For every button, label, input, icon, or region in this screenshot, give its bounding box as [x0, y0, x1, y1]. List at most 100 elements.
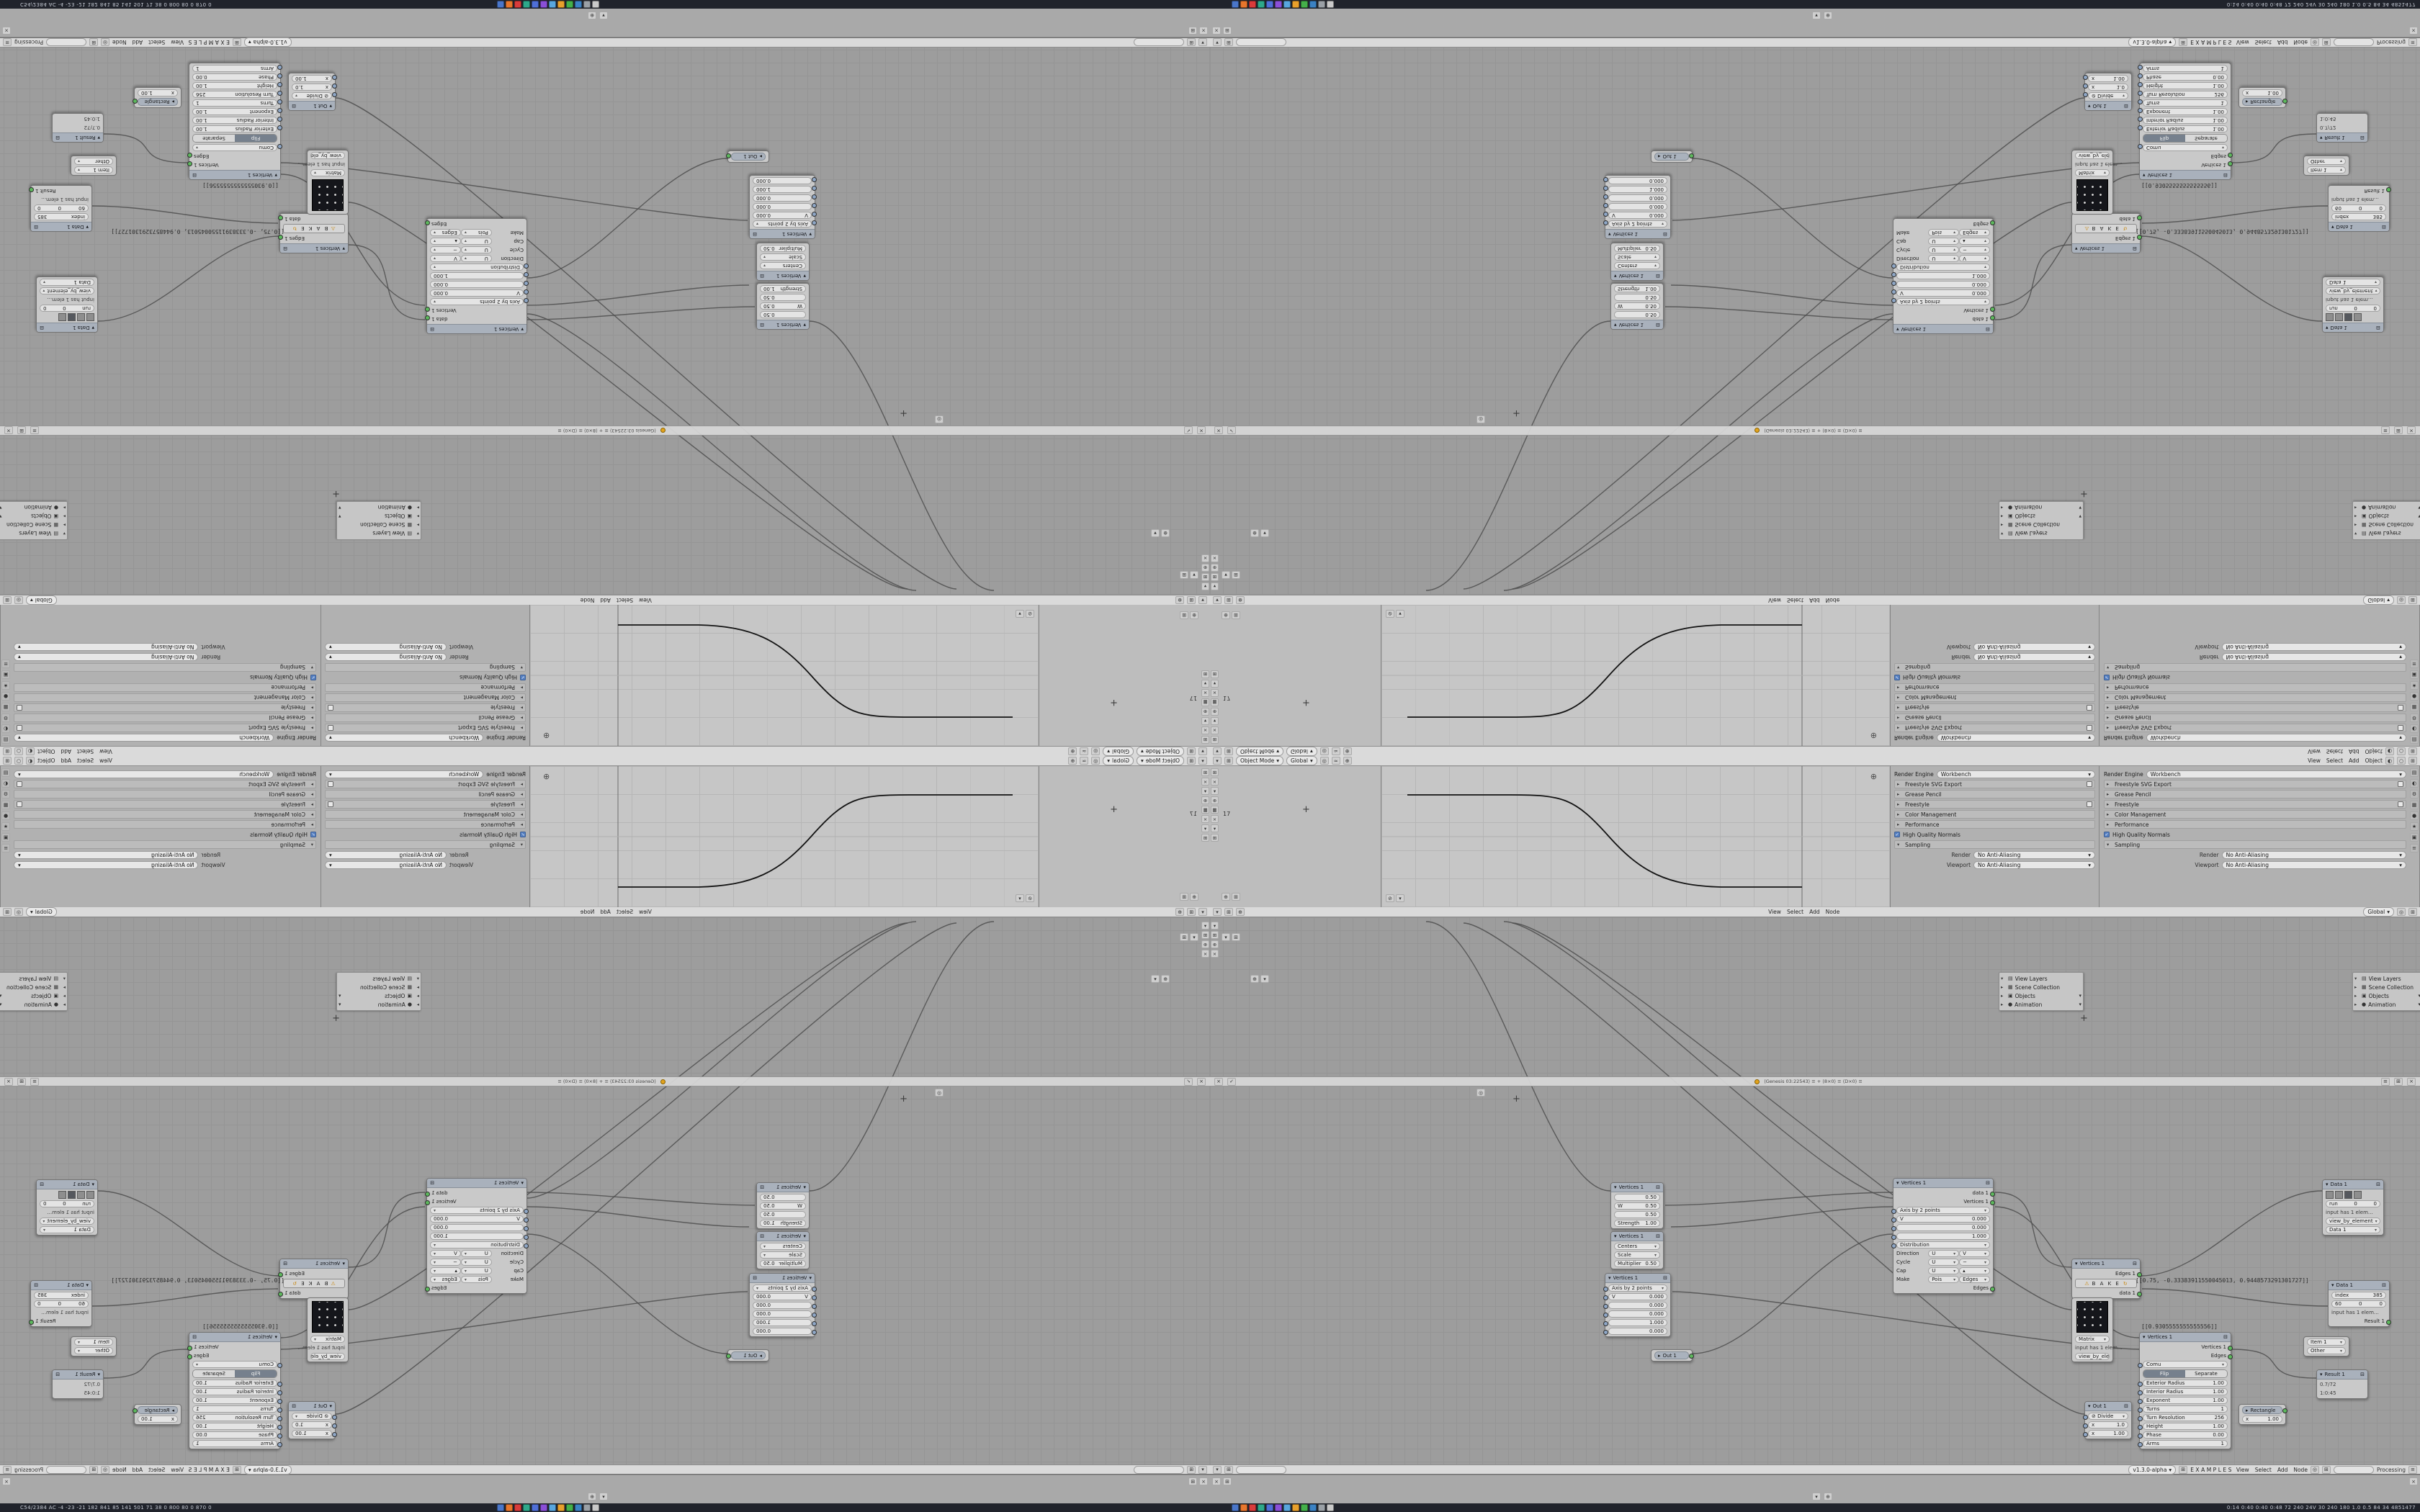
node-row[interactable]: Result 1: [29, 187, 89, 194]
add-icon[interactable]: ⊕: [588, 1493, 596, 1500]
node-row[interactable]: data 1: [278, 215, 345, 222]
menu-item-select[interactable]: Select: [2254, 1466, 2272, 1473]
node-row[interactable]: data 1: [278, 1290, 345, 1297]
node-row[interactable]: input has 1 elem…: [40, 296, 94, 303]
toggle-grid[interactable]: [58, 313, 94, 321]
nodetree-icon[interactable]: ⊞: [2179, 1465, 2188, 1474]
close-icon[interactable]: ×: [1212, 1477, 1221, 1485]
node-matrix[interactable]: Matrix▾input has 1 elem…view_by_element▾: [297, 1297, 349, 1362]
node-out-small[interactable]: ▸Out 1: [1651, 150, 1694, 163]
dropdown-field[interactable]: Axis by 2 points▾: [753, 1284, 812, 1292]
bake-button[interactable]: ⚠B A K E↻: [2075, 224, 2137, 233]
props-panel-sampling[interactable]: ▾Sampling: [1894, 663, 2095, 672]
input-socket[interactable]: [2138, 91, 2143, 96]
disclosure-triangle-icon[interactable]: ▸: [2107, 725, 2110, 731]
dropdown-field[interactable]: −▾: [430, 1259, 461, 1266]
input-socket[interactable]: [1891, 1225, 1896, 1231]
input-socket[interactable]: [812, 203, 817, 209]
node-options-icon[interactable]: ⊟: [2376, 325, 2380, 330]
node-row[interactable]: 0.7/72: [2320, 124, 2365, 131]
input-socket[interactable]: [1603, 186, 1608, 192]
node-out-small[interactable]: ▸Out 1: [1651, 1349, 1694, 1362]
input-socket[interactable]: [2138, 1441, 2143, 1447]
node-row[interactable]: Item 1▾: [74, 166, 113, 174]
add-icon[interactable]: ⊕: [1068, 747, 1077, 755]
toggle-option[interactable]: Flip: [2143, 1370, 2185, 1377]
collapsed-node-row[interactable]: ▸Rectangle: [2242, 98, 2282, 106]
dropdown-field[interactable]: Distribution▾: [430, 264, 524, 271]
node-row[interactable]: 1.000: [1603, 1319, 1667, 1326]
dropdown-field[interactable]: Centers▾: [1614, 1243, 1660, 1250]
axis-gizmo-icon[interactable]: ⊕: [543, 731, 550, 740]
node-row[interactable]: 0.000: [753, 1302, 817, 1309]
checkbox[interactable]: [2087, 705, 2092, 711]
snap-icon[interactable]: ◎: [14, 596, 23, 604]
disclosure-triangle-icon[interactable]: ▸: [63, 513, 66, 519]
dropdown-field[interactable]: Data 1▾: [2326, 1226, 2380, 1233]
toggle-grid[interactable]: [2326, 313, 2362, 321]
input-socket[interactable]: [1603, 1303, 1608, 1309]
node-row[interactable]: 0.000: [1603, 203, 1667, 210]
node-row[interactable]: input has 1 elem…: [34, 196, 89, 203]
strip-icon-7[interactable]: ≡: [1, 660, 10, 668]
app-icon-3[interactable]: [1258, 1, 1265, 8]
orientation-select[interactable]: Global ▾: [25, 907, 57, 917]
menu-item-select[interactable]: Select: [76, 757, 94, 764]
node-header[interactable]: ▾Vertices 1⊟: [750, 1274, 815, 1283]
toggle-cell[interactable]: [2326, 313, 2334, 321]
dropdown-field[interactable]: view_by_element▾: [310, 152, 345, 159]
input-socket[interactable]: [2083, 1414, 2088, 1420]
toggle-option[interactable]: Flip: [235, 1370, 277, 1377]
sampling-select[interactable]: No Anti-Aliasing▾: [325, 653, 447, 662]
chip-icon[interactable]: ⊞: [1232, 571, 1240, 579]
disclosure-triangle-icon[interactable]: ▸: [63, 1002, 66, 1007]
node-row[interactable]: 1.000: [1891, 1233, 1990, 1240]
node-options-icon[interactable]: ⊟: [292, 103, 296, 109]
collapse-triangle-icon[interactable]: ▾: [329, 1403, 332, 1409]
strip-icon-1[interactable]: ◐: [1, 724, 10, 733]
value-field[interactable]: 0.50: [1614, 294, 1660, 301]
outliner-row-view-layers[interactable]: ▾▤View Layers: [2354, 974, 2420, 983]
input-socket[interactable]: [277, 99, 282, 105]
menu-item-node[interactable]: Node: [2293, 1466, 2308, 1473]
app-icon-5[interactable]: [1275, 1504, 1282, 1511]
toggle-cell[interactable]: [2335, 313, 2343, 321]
app-icon-0[interactable]: [497, 1504, 504, 1511]
strip-icon-5[interactable]: ×: [1201, 815, 1209, 823]
node-options-icon[interactable]: ⊟: [55, 135, 60, 140]
grid-icon[interactable]: ⊞: [1224, 908, 1233, 916]
sampling-select[interactable]: No Anti-Aliasing▾: [1973, 860, 2095, 869]
dropdown-field[interactable]: Centers▾: [760, 262, 806, 269]
add-icon[interactable]: ⊕: [1236, 596, 1245, 604]
disclosure-triangle-icon[interactable]: ▸: [2107, 811, 2110, 817]
disclosure-triangle-icon[interactable]: ▾: [2107, 842, 2110, 847]
close-icon[interactable]: ×: [1214, 1077, 1223, 1086]
collapse-triangle-icon[interactable]: ▾: [1896, 326, 1899, 332]
disclosure-triangle-icon[interactable]: ▸: [1897, 705, 1900, 711]
checkbox[interactable]: [328, 801, 333, 807]
outliner-row-objects[interactable]: ▸▣Objects▾: [0, 512, 66, 521]
collapse-triangle-icon[interactable]: ▾: [2331, 1282, 2334, 1288]
node-row[interactable]: Item 1▾: [2307, 1338, 2346, 1346]
props-panel-performance[interactable]: ▸Performance: [325, 820, 526, 829]
value-field[interactable]: 0.000: [753, 194, 812, 202]
strip-icon-2[interactable]: ▾: [1201, 787, 1209, 795]
menu-icon[interactable]: ≡: [3, 38, 12, 47]
